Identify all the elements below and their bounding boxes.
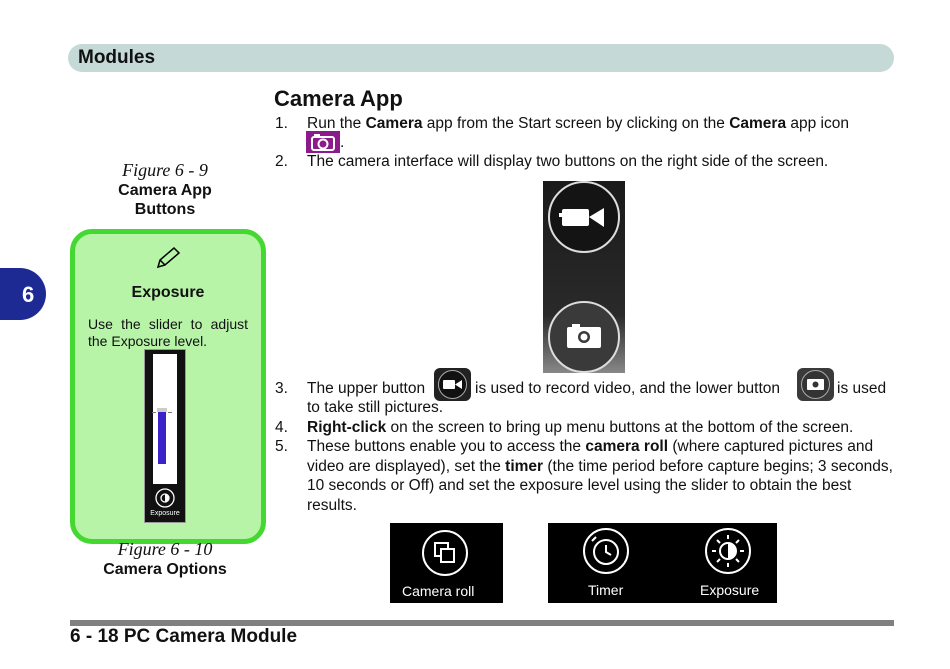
step-bold-term: Right-click (307, 419, 387, 436)
figure-number: Figure 6 - 10 (117, 539, 213, 559)
inline-photo-button (797, 368, 834, 401)
step-text-part: app icon (786, 115, 849, 132)
step-text-part: These buttons enable you to access the (307, 438, 586, 455)
chapter-tab: 6 (0, 268, 46, 320)
step-text-part: Run the (307, 115, 366, 132)
step-number: 1. (275, 115, 288, 132)
figure-title: Buttons (134, 201, 196, 218)
footer-page-label: 6 - 18 PC Camera Module (70, 626, 298, 647)
step-text: Run the Camera app from the Start screen… (307, 114, 899, 134)
camera-roll-icon (422, 530, 468, 576)
step-1-period: . (340, 134, 345, 151)
timer-exposure-menu: Timer Exposure (548, 523, 777, 603)
step-number: 5. (275, 438, 288, 455)
step-text-part: on the screen to bring up menu buttons a… (386, 419, 854, 436)
exposure-slider-panel: Exposure (144, 349, 186, 523)
step-bold-term: Camera (729, 115, 787, 132)
step-text: Right-click on the screen to bring up me… (307, 418, 899, 438)
chapter-number: 6 (22, 282, 35, 307)
slider-tick (152, 412, 156, 413)
step-text-part: (the time period before capture begins; … (307, 457, 893, 514)
step-text-part: to take still pictures. (307, 399, 444, 416)
camera-roll-label: Camera roll (402, 583, 475, 599)
tip-title: Exposure (131, 284, 205, 301)
video-record-icon (438, 370, 467, 399)
pencil-icon (156, 246, 181, 269)
timer-label: Timer (588, 582, 624, 598)
exposure-icon (155, 488, 175, 508)
step-bold-term: timer (505, 457, 544, 475)
step-text: These buttons enable you to access the c… (307, 437, 897, 515)
step-text: The camera interface will display two bu… (307, 153, 829, 170)
section-header-title: Modules (78, 47, 156, 68)
exposure-slider-fill[interactable] (158, 412, 166, 464)
camera-roll-menu-button[interactable]: Camera roll (390, 523, 503, 603)
camera-buttons-strip (543, 181, 625, 373)
video-record-icon[interactable] (548, 181, 620, 253)
step-number: 3. (275, 380, 288, 397)
figure-title: Camera App (118, 182, 212, 199)
photo-capture-icon[interactable] (548, 301, 620, 373)
exposure-slider-thumb[interactable] (157, 408, 167, 412)
step-number: 2. (275, 153, 288, 170)
camera-buttons-figure (543, 181, 625, 373)
page-title: Camera App (274, 86, 403, 111)
section-header-bar: Modules (68, 44, 894, 72)
step-text-part: (where captured pictures and video are d… (307, 438, 874, 475)
figure-6-9-caption: Figure 6 - 9 Camera App Buttons (100, 160, 230, 219)
step-bold-term: Camera (365, 115, 423, 132)
figure-title: Camera Options (103, 561, 227, 578)
timer-menu-button[interactable]: Timer (568, 523, 648, 603)
timer-icon (583, 528, 629, 574)
photo-capture-icon (801, 370, 830, 399)
inline-video-button (434, 368, 471, 401)
exposure-icon (705, 528, 751, 574)
figure-number: Figure 6 - 9 (122, 160, 208, 180)
step-text-part: app from the Start screen by clicking on… (422, 115, 730, 132)
exposure-menu-button[interactable]: Exposure (688, 523, 768, 603)
step-text-part: The upper button (307, 380, 426, 397)
footer-rule (70, 620, 894, 626)
slider-tick (168, 412, 172, 413)
step-text-part: is used (837, 380, 887, 397)
figure-6-10-caption: Figure 6 - 10 Camera Options (90, 539, 240, 579)
step-number: 4. (275, 419, 288, 436)
slider-label: Exposure (150, 510, 180, 517)
tip-text: Use the slider to adjust the Exposure le… (88, 316, 248, 349)
step-text-part: is used to record video, and the lower b… (475, 380, 781, 397)
camera-app-icon (306, 131, 340, 153)
step-bold-term: camera roll (585, 438, 669, 455)
exposure-label: Exposure (700, 582, 760, 598)
